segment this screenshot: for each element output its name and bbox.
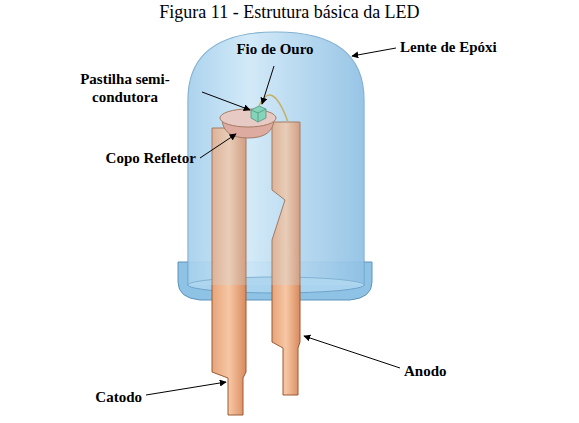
leader-line (352, 48, 396, 56)
lens-overlay (188, 32, 364, 285)
leader-line (262, 66, 274, 104)
anode-label: Anodo (404, 362, 447, 380)
leader-line (200, 134, 236, 158)
leader-line (304, 336, 400, 368)
figure-title: Figura 11 - Estrutura básica da LED (159, 2, 419, 24)
cathode-label: Catodo (95, 388, 142, 406)
lens-label: Lente de Epóxi (400, 38, 497, 56)
reflector-label: Copo Refletor (106, 149, 196, 167)
leader-line (202, 92, 250, 110)
epoxy-lens (188, 32, 364, 285)
gold-wire-label: Fio de Ouro (236, 40, 313, 58)
leader-line (146, 382, 226, 395)
chip-label: Pastilha semi-condutora (50, 70, 200, 106)
